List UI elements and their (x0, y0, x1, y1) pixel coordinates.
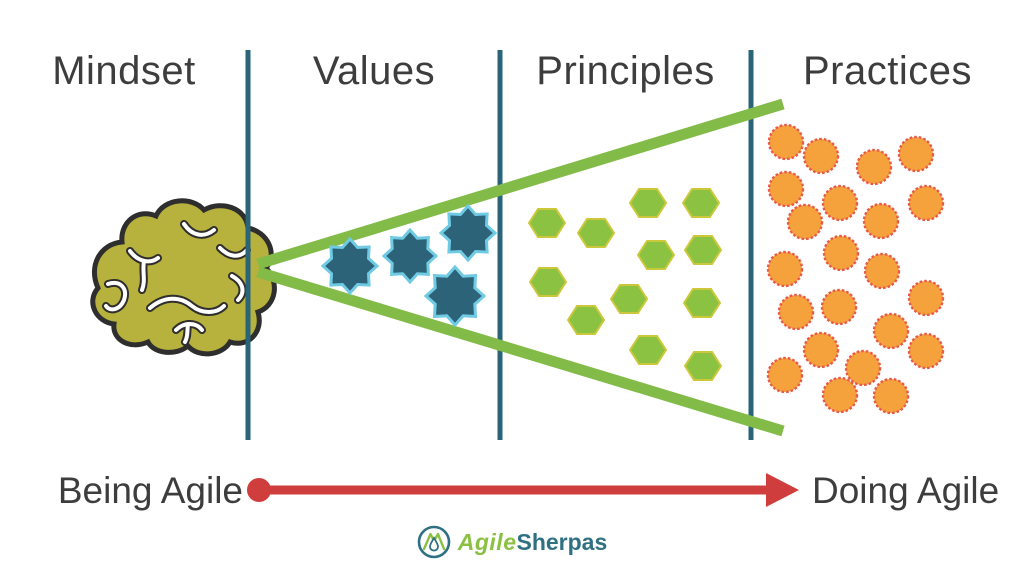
practice-dot (767, 123, 805, 161)
doing-agile-label: Doing Agile (812, 470, 1000, 511)
practice-dot (897, 135, 935, 173)
column-header-values: Values (312, 49, 436, 93)
hexagon-shape (683, 351, 723, 381)
practice-dot (822, 234, 860, 272)
hexagon-shape (628, 188, 668, 218)
agilesherpas-logo: AgileSherpas (0, 522, 1024, 562)
hexagon-shape (683, 235, 723, 265)
column-header-practices: Practices (803, 49, 972, 93)
being-agile-label: Being Agile (57, 470, 243, 511)
being-to-doing-arrow (247, 473, 799, 507)
arrow-head (766, 473, 799, 507)
logo-brand-first: Agile (457, 529, 517, 555)
hexagon-shape (682, 288, 722, 318)
brain-folds (102, 220, 251, 346)
practice-dot (820, 288, 858, 326)
column-header-mindset: Mindset (52, 49, 196, 93)
practice-dot (821, 376, 859, 414)
hexagon-shape (576, 218, 616, 248)
practice-dot (786, 203, 824, 241)
star-shape (320, 236, 380, 296)
practice-dot (844, 349, 882, 387)
practice-dot (862, 202, 900, 240)
practice-dot (907, 184, 945, 222)
practice-dot (907, 279, 945, 317)
cone-upper-line (256, 98, 785, 270)
logo-brand-second: Sherpas (516, 529, 608, 555)
hexagon-shape (528, 267, 568, 297)
practice-dot (907, 332, 945, 370)
hexagon-shape (527, 208, 567, 238)
practice-dot (777, 293, 815, 331)
funnel-cone-lines (256, 98, 785, 437)
hexagon-shape (681, 188, 721, 218)
hexagon-shape (636, 240, 676, 270)
practice-dot (863, 252, 901, 290)
values-stars (320, 203, 498, 328)
hexagon-shape (566, 305, 606, 335)
practice-dot (821, 184, 859, 222)
principles-hexagons (527, 188, 723, 381)
practice-dot (766, 250, 804, 288)
column-header-principles: Principles (536, 49, 715, 93)
brain-icon (56, 201, 274, 386)
practice-dot (855, 148, 893, 186)
hexagon-shape (609, 284, 649, 314)
practice-dot (766, 356, 804, 394)
practice-dot (802, 137, 840, 175)
practice-dot (767, 170, 805, 208)
practice-dot (872, 312, 910, 350)
star-shape (381, 227, 439, 285)
practice-dot (802, 331, 840, 369)
cone-lower-line (256, 266, 785, 437)
star-shape (438, 203, 498, 263)
star-shape (423, 264, 487, 328)
agilesherpas-logo-text: AgileSherpas (458, 525, 608, 559)
practices-dots (766, 123, 945, 415)
practice-dot (872, 377, 910, 415)
hexagon-shape (628, 335, 668, 365)
agilesherpas-logo-icon (417, 525, 451, 559)
